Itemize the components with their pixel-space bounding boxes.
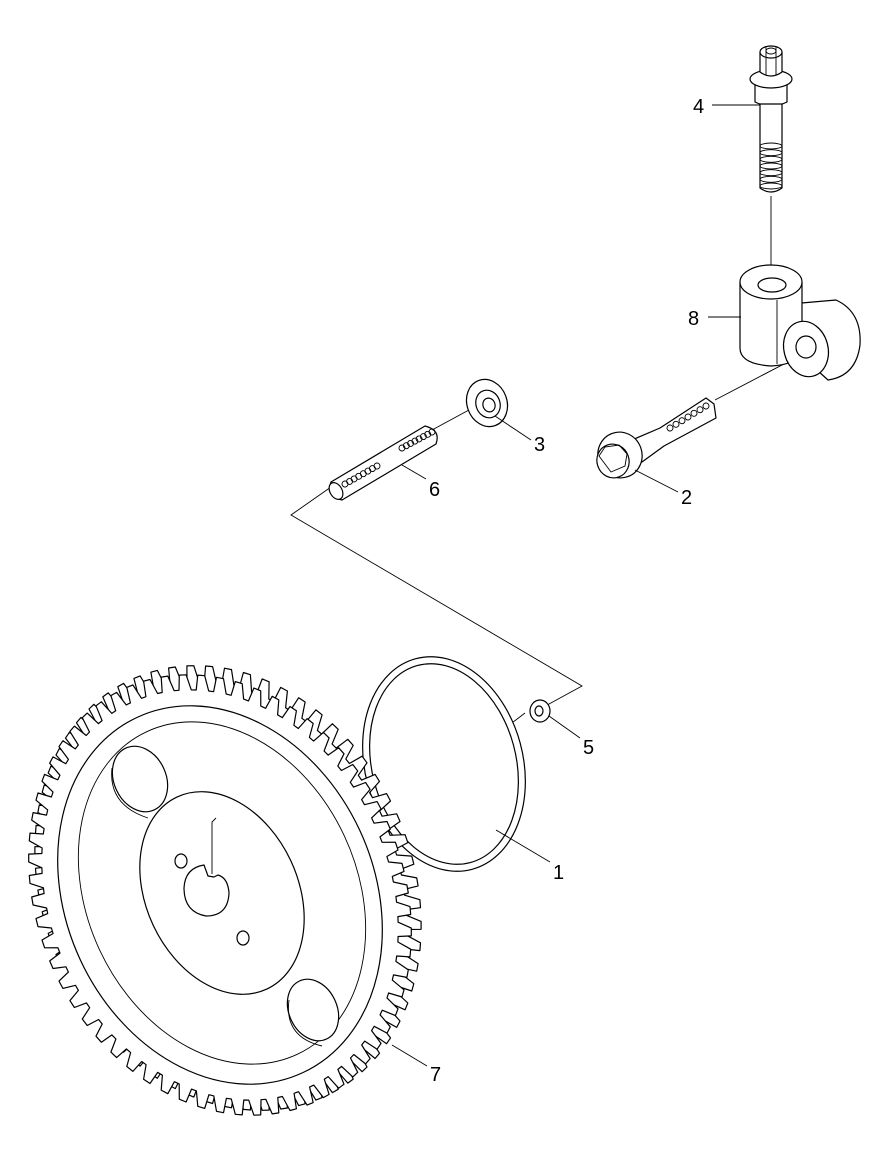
thread-ridge xyxy=(419,433,427,441)
part-8-bracket xyxy=(739,264,861,381)
thread-ridge xyxy=(350,475,358,483)
thread-ridge xyxy=(355,472,363,480)
thread-ridge xyxy=(759,149,783,157)
thread-ridge xyxy=(759,155,783,163)
thread-ridge xyxy=(368,465,376,473)
thread-ridge xyxy=(690,409,698,417)
thread-ridge xyxy=(364,467,372,475)
part-2-threads xyxy=(666,402,710,432)
callout-label-5: 5 xyxy=(583,737,594,759)
part-5-washer xyxy=(529,699,551,723)
thread-ridge xyxy=(678,417,686,425)
thread-ridge xyxy=(398,444,406,452)
callout-label-1: 1 xyxy=(553,862,564,884)
thread-ridge xyxy=(684,413,692,421)
callout-label-8: 8 xyxy=(688,308,699,330)
part-3-flange-nut xyxy=(465,378,509,428)
callout-label-7: 7 xyxy=(430,1064,441,1086)
thread-ridge xyxy=(759,169,783,177)
thread-ridge xyxy=(407,439,415,447)
thread-ridge xyxy=(759,162,783,170)
thread-ridge xyxy=(346,477,354,485)
thread-ridge xyxy=(373,462,381,470)
thread-ridge xyxy=(696,406,704,414)
part-6-threads xyxy=(341,428,436,488)
thread-ridge xyxy=(702,402,710,410)
thread-ridge xyxy=(759,142,783,150)
callout-label-3: 3 xyxy=(534,434,545,456)
thread-ridge xyxy=(424,430,432,438)
thread-ridge xyxy=(759,175,783,183)
callout-label-2: 2 xyxy=(681,487,692,509)
part-6-stud xyxy=(328,425,438,501)
callout-label-6: 6 xyxy=(429,479,440,501)
part-7-cam-gear xyxy=(28,665,422,1116)
thread-ridge xyxy=(666,424,674,432)
thread-ridge xyxy=(759,182,783,190)
thread-ridge xyxy=(428,428,436,436)
part-4-flange-bolt xyxy=(749,45,793,193)
callouts: 1 2 3 4 5 6 7 8 xyxy=(391,96,760,1086)
part-4-threads xyxy=(759,142,783,190)
callout-label-4: 4 xyxy=(693,96,704,118)
thread-ridge xyxy=(402,442,410,450)
thread-ridge xyxy=(341,480,349,488)
thread-ridge xyxy=(415,435,423,443)
part-2-flange-screw xyxy=(596,397,717,479)
thread-ridge xyxy=(359,470,367,478)
thread-ridge xyxy=(672,420,680,428)
thread-ridge xyxy=(411,437,419,445)
part-1-o-ring xyxy=(362,656,526,872)
